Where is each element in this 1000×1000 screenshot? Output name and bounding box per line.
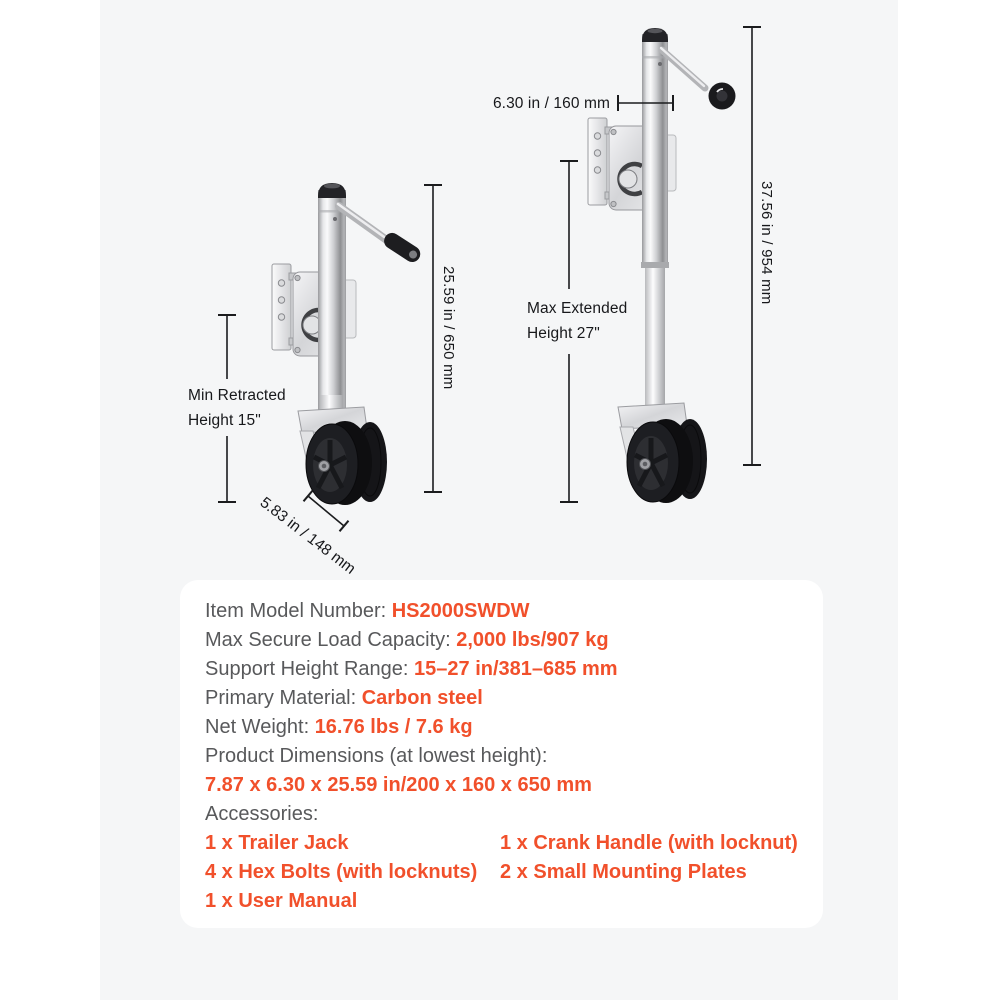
min-retracted-line2: Height 15": [188, 412, 261, 429]
trailer-jack-extended-illustration: [587, 28, 736, 503]
trailer-jack-retracted-illustration: [271, 183, 421, 505]
spec-net-weight: Net Weight: 16.76 lbs / 7.6 kg: [205, 713, 799, 742]
max-extended-line2: Height 27": [527, 325, 600, 342]
top-width-dimension-label: 6.30 in / 160 mm: [492, 95, 610, 112]
accessory-item: 2 x Small Mounting Plates: [500, 861, 747, 883]
max-extended-line1: Max Extended: [527, 300, 628, 317]
spec-label: Primary Material:: [205, 687, 362, 709]
spec-value: 7.87 x 6.30 x 25.59 in/200 x 160 x 650 m…: [205, 774, 592, 796]
spec-label: Accessories:: [205, 803, 319, 825]
spec-load-capacity: Max Secure Load Capacity: 2,000 lbs/907 …: [205, 626, 799, 655]
accessory-item: 1 x Crank Handle (with locknut): [500, 832, 798, 854]
spec-value: 15–27 in/381–685 mm: [414, 658, 618, 680]
spec-item-model: Item Model Number: HS2000SWDW: [205, 597, 799, 626]
spec-dimensions-heading: Product Dimensions (at lowest height):: [205, 742, 799, 771]
spec-accessories-heading: Accessories:: [205, 800, 799, 829]
min-retracted-line1: Min Retracted: [188, 387, 286, 404]
right-height-dimension-label: 37.56 in / 954 mm: [758, 181, 775, 305]
specs-panel: Item Model Number: HS2000SWDW Max Secure…: [180, 580, 823, 928]
spec-dimensions-value: 7.87 x 6.30 x 25.59 in/200 x 160 x 650 m…: [205, 771, 799, 800]
spec-label: Max Secure Load Capacity:: [205, 629, 457, 651]
accessories-row-3: 1 x User Manual: [205, 887, 799, 916]
spec-value: Carbon steel: [361, 687, 483, 709]
spec-label: Item Model Number:: [205, 600, 392, 622]
spec-height-range: Support Height Range: 15–27 in/381–685 m…: [205, 655, 799, 684]
max-extended-label: Max Extended Height 27": [527, 296, 627, 346]
accessory-item: 1 x Trailer Jack: [205, 832, 349, 854]
min-retracted-label: Min Retracted Height 15": [188, 383, 286, 433]
left-height-dimension-label: 25.59 in / 650 mm: [440, 266, 457, 390]
accessories-row-1: 1 x Trailer Jack 1 x Crank Handle (with …: [205, 829, 799, 858]
spec-label: Support Height Range:: [205, 658, 415, 680]
accessory-item: 1 x User Manual: [205, 890, 358, 912]
accessory-item: 4 x Hex Bolts (with locknuts): [205, 861, 478, 883]
spec-value: 16.76 lbs / 7.6 kg: [314, 716, 473, 738]
spec-label: Net Weight:: [205, 716, 315, 738]
spec-value: 2,000 lbs/907 kg: [456, 629, 609, 651]
spec-label: Product Dimensions (at lowest height):: [205, 745, 548, 767]
spec-material: Primary Material: Carbon steel: [205, 684, 799, 713]
accessories-row-2: 4 x Hex Bolts (with locknuts) 2 x Small …: [205, 858, 799, 887]
spec-value: HS2000SWDW: [391, 600, 530, 622]
